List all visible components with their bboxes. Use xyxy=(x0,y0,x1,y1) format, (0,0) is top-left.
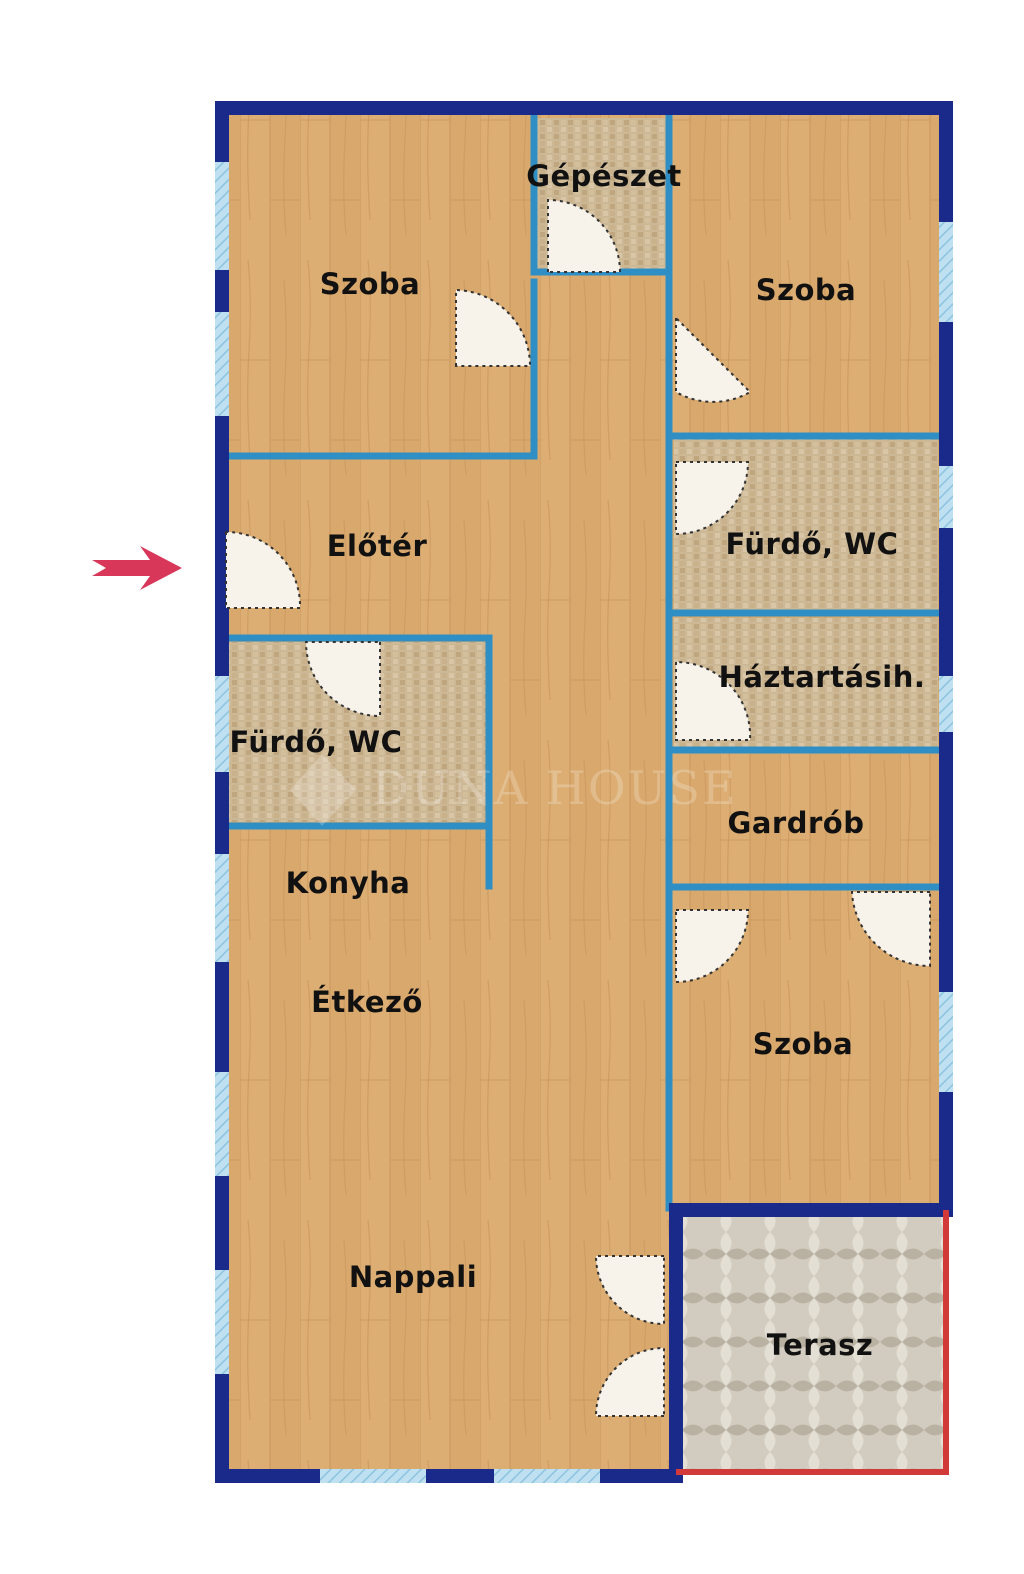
watermark-logo-icon xyxy=(290,754,356,826)
windows xyxy=(215,162,953,1483)
outer-walls xyxy=(215,101,953,1483)
room-label-terasz: Terasz xyxy=(767,1328,874,1362)
room-label-nappali: Nappali xyxy=(349,1260,477,1294)
room-label-szoba-3: Szoba xyxy=(753,1027,854,1061)
entrance-arrow-icon xyxy=(92,546,182,590)
terrace-railing xyxy=(676,1210,949,1475)
room-label-haztartasi: Háztartásih. xyxy=(719,660,926,694)
room-label-szoba-1: Szoba xyxy=(320,267,421,301)
nappali-floor xyxy=(222,1210,674,1472)
room-label-furdo-wc-left: Fürdő, WC xyxy=(230,725,403,759)
doors xyxy=(225,198,931,1417)
watermark-text: DUNA HOUSE xyxy=(372,761,737,815)
terrace-floor xyxy=(676,1212,946,1472)
room-label-furdo-wc-right: Fürdő, WC xyxy=(726,527,899,561)
room-label-szoba-2: Szoba xyxy=(756,273,857,307)
inner-walls xyxy=(222,114,944,1212)
room-label-konyha: Konyha xyxy=(286,866,411,900)
watermark: DUNA HOUSE xyxy=(290,754,737,826)
room-label-gepeszet: Gépészet xyxy=(526,159,682,193)
room-label-eloter: Előtér xyxy=(327,529,428,563)
room-label-gardrob: Gardrób xyxy=(728,806,865,840)
room-label-etkezo: Étkező xyxy=(311,985,423,1019)
